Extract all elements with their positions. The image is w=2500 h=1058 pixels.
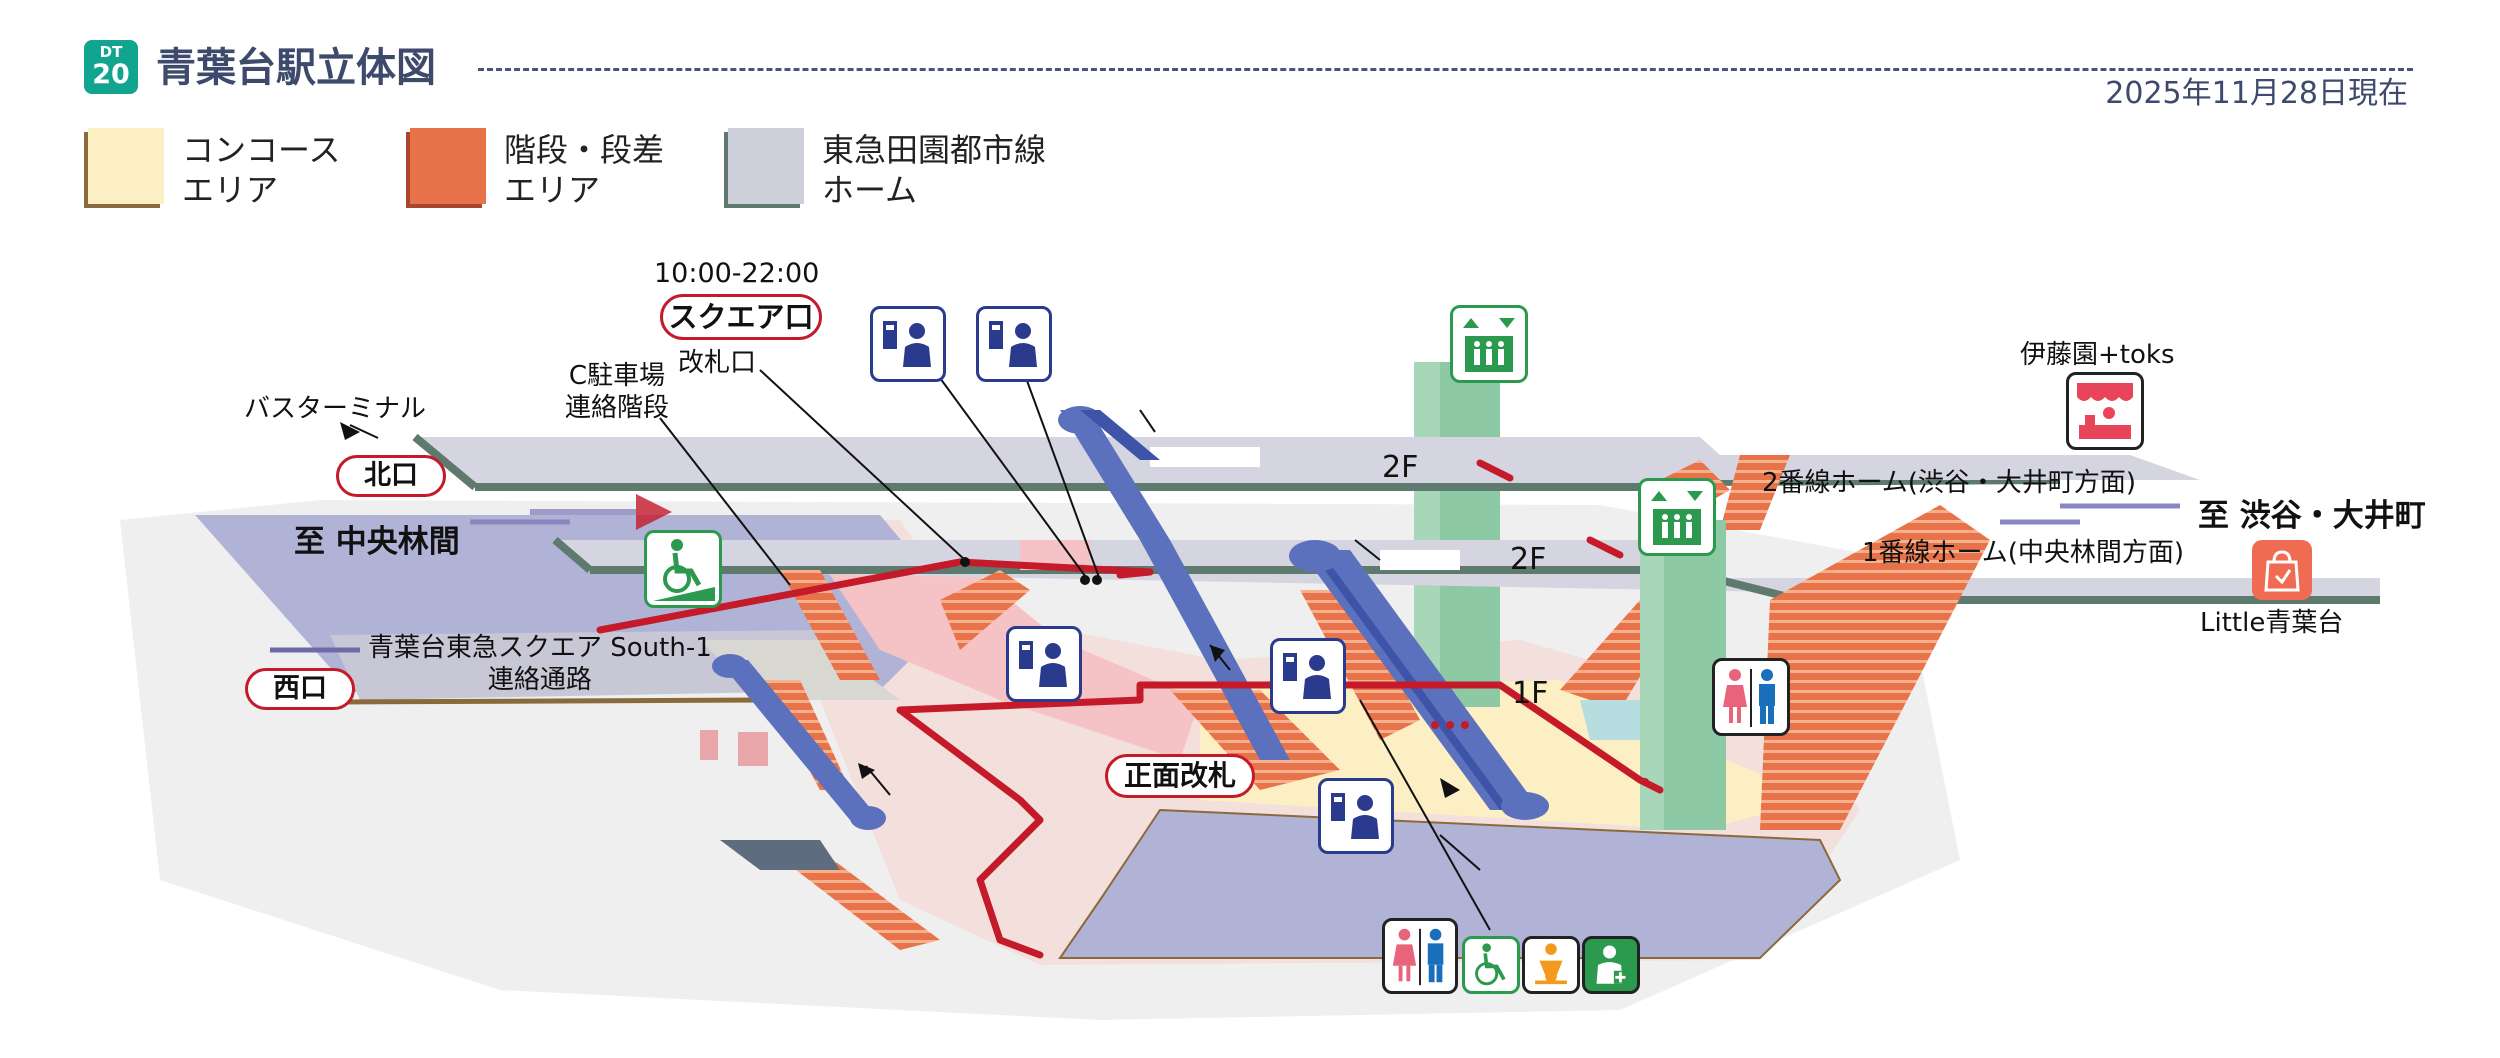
direction-arrows [340, 422, 1460, 798]
ticket-machine-icon[interactable] [1318, 778, 1394, 854]
floor-2f-lower: 2F [1510, 542, 1547, 577]
pink-step-2 [738, 732, 768, 766]
stairs-right-large [1760, 505, 1990, 830]
wheelchair-icon[interactable] [1462, 936, 1520, 994]
west-stair-pit [720, 840, 840, 870]
platform-2-label: 2番線ホーム(渋谷・大井町方面) [1762, 468, 2137, 498]
pink-step-1 [700, 730, 718, 760]
floor-2f-upper: 2F [1382, 450, 1419, 485]
ticket-machine-icon[interactable] [870, 306, 946, 382]
north-exit-label[interactable]: 北口 [336, 455, 446, 497]
stairs-mid-a [940, 570, 1030, 650]
bus-terminal-label: バスターミナル [244, 394, 427, 424]
page-title: 青葉台駅立体図 [156, 45, 436, 91]
legend-stairs-label: 階段・段差エリア [504, 131, 665, 209]
as-of-date: 2025年11月28日現在 [2105, 76, 2408, 111]
elevator-icon[interactable] [1638, 478, 1716, 556]
ground-slab [1058, 808, 1842, 959]
escalator-upper-left-b [1080, 410, 1160, 460]
ticket-machine-icon[interactable] [976, 306, 1052, 382]
escalator-west [712, 654, 886, 830]
square-hours-label: 10:00-22:00 [654, 258, 820, 289]
station-number: 20 [92, 59, 130, 90]
legend-concourse-label: コンコースエリア [182, 131, 341, 209]
to-chuo-rinkan-label: 至 中央林間 [294, 524, 460, 560]
south1-corridor [339, 697, 761, 705]
leader-lines [349, 369, 1491, 931]
ticket-machine-icon[interactable] [1006, 626, 1082, 702]
nursing-room-icon[interactable] [1582, 936, 1640, 994]
little-aobadai-label: Little青葉台 [2200, 608, 2344, 638]
legend-stairs-swatch [410, 128, 486, 204]
stairs-mid-b [780, 570, 880, 680]
main-gate-label[interactable]: 正面改札 [1105, 754, 1255, 798]
legend-concourse-swatch [88, 128, 164, 204]
wheelchair-ramp-icon[interactable] [644, 530, 722, 608]
square-gate-sub-label: 改札口 [678, 348, 757, 378]
parking-stairs-label: C駐車場連絡階段 [565, 361, 670, 423]
itoen-label: 伊藤園+toks [2020, 340, 2175, 370]
stairs-upper-right [1720, 455, 1790, 530]
platform-1-label: 1番線ホーム(中央林間方面) [1862, 538, 2185, 568]
square-gate-label: スクエア口 [660, 294, 822, 340]
legend-platform-label: 東急田園都市線ホーム [822, 131, 1047, 209]
toilet-icon[interactable] [1382, 918, 1458, 994]
west-exit-label[interactable]: 西口 [245, 668, 355, 710]
escalator-main [1289, 540, 1549, 820]
floor-1f: 1F [1512, 676, 1549, 711]
to-shibuya-label: 至 渋谷・大井町 [2198, 498, 2426, 534]
toilet-icon[interactable] [1712, 658, 1790, 736]
shop-icon[interactable] [2066, 372, 2144, 450]
ticket-machine-icon[interactable] [1270, 638, 1346, 714]
legend-platform-swatch [728, 128, 804, 204]
stairs-mid-d [1300, 590, 1420, 740]
title-divider [478, 68, 2413, 71]
line-code: DT [99, 43, 123, 61]
stairs-west-low [770, 850, 940, 950]
station-number-badge: DT 20 [84, 40, 138, 94]
elevator-icon[interactable] [1450, 305, 1528, 383]
shopping-bag-icon[interactable] [2252, 540, 2312, 600]
baby-changing-icon[interactable] [1522, 936, 1580, 994]
